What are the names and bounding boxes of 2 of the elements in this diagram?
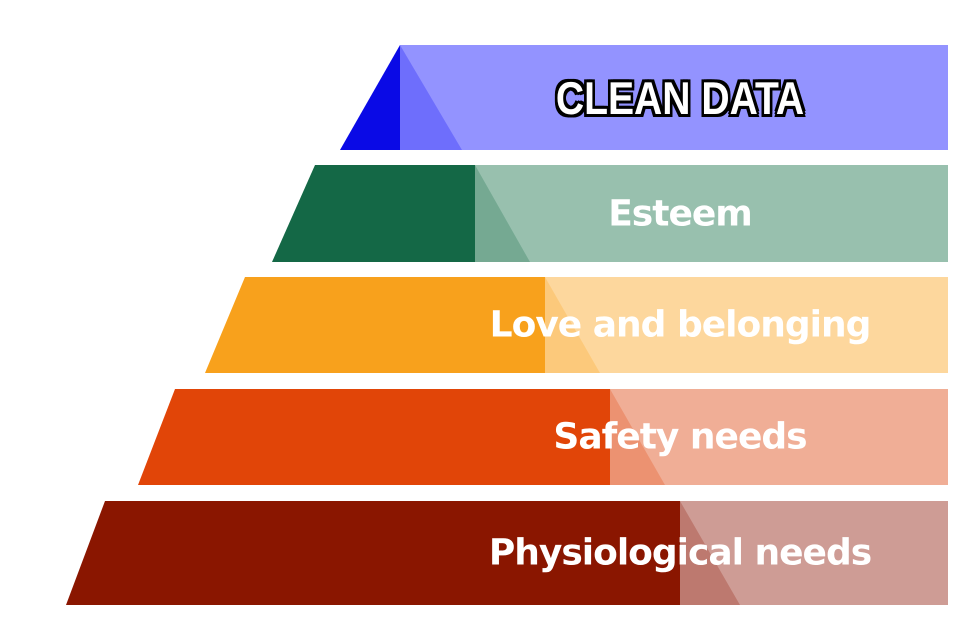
tier-label: Esteem	[608, 193, 752, 234]
caption-text: CLEAN DATA	[556, 70, 804, 124]
